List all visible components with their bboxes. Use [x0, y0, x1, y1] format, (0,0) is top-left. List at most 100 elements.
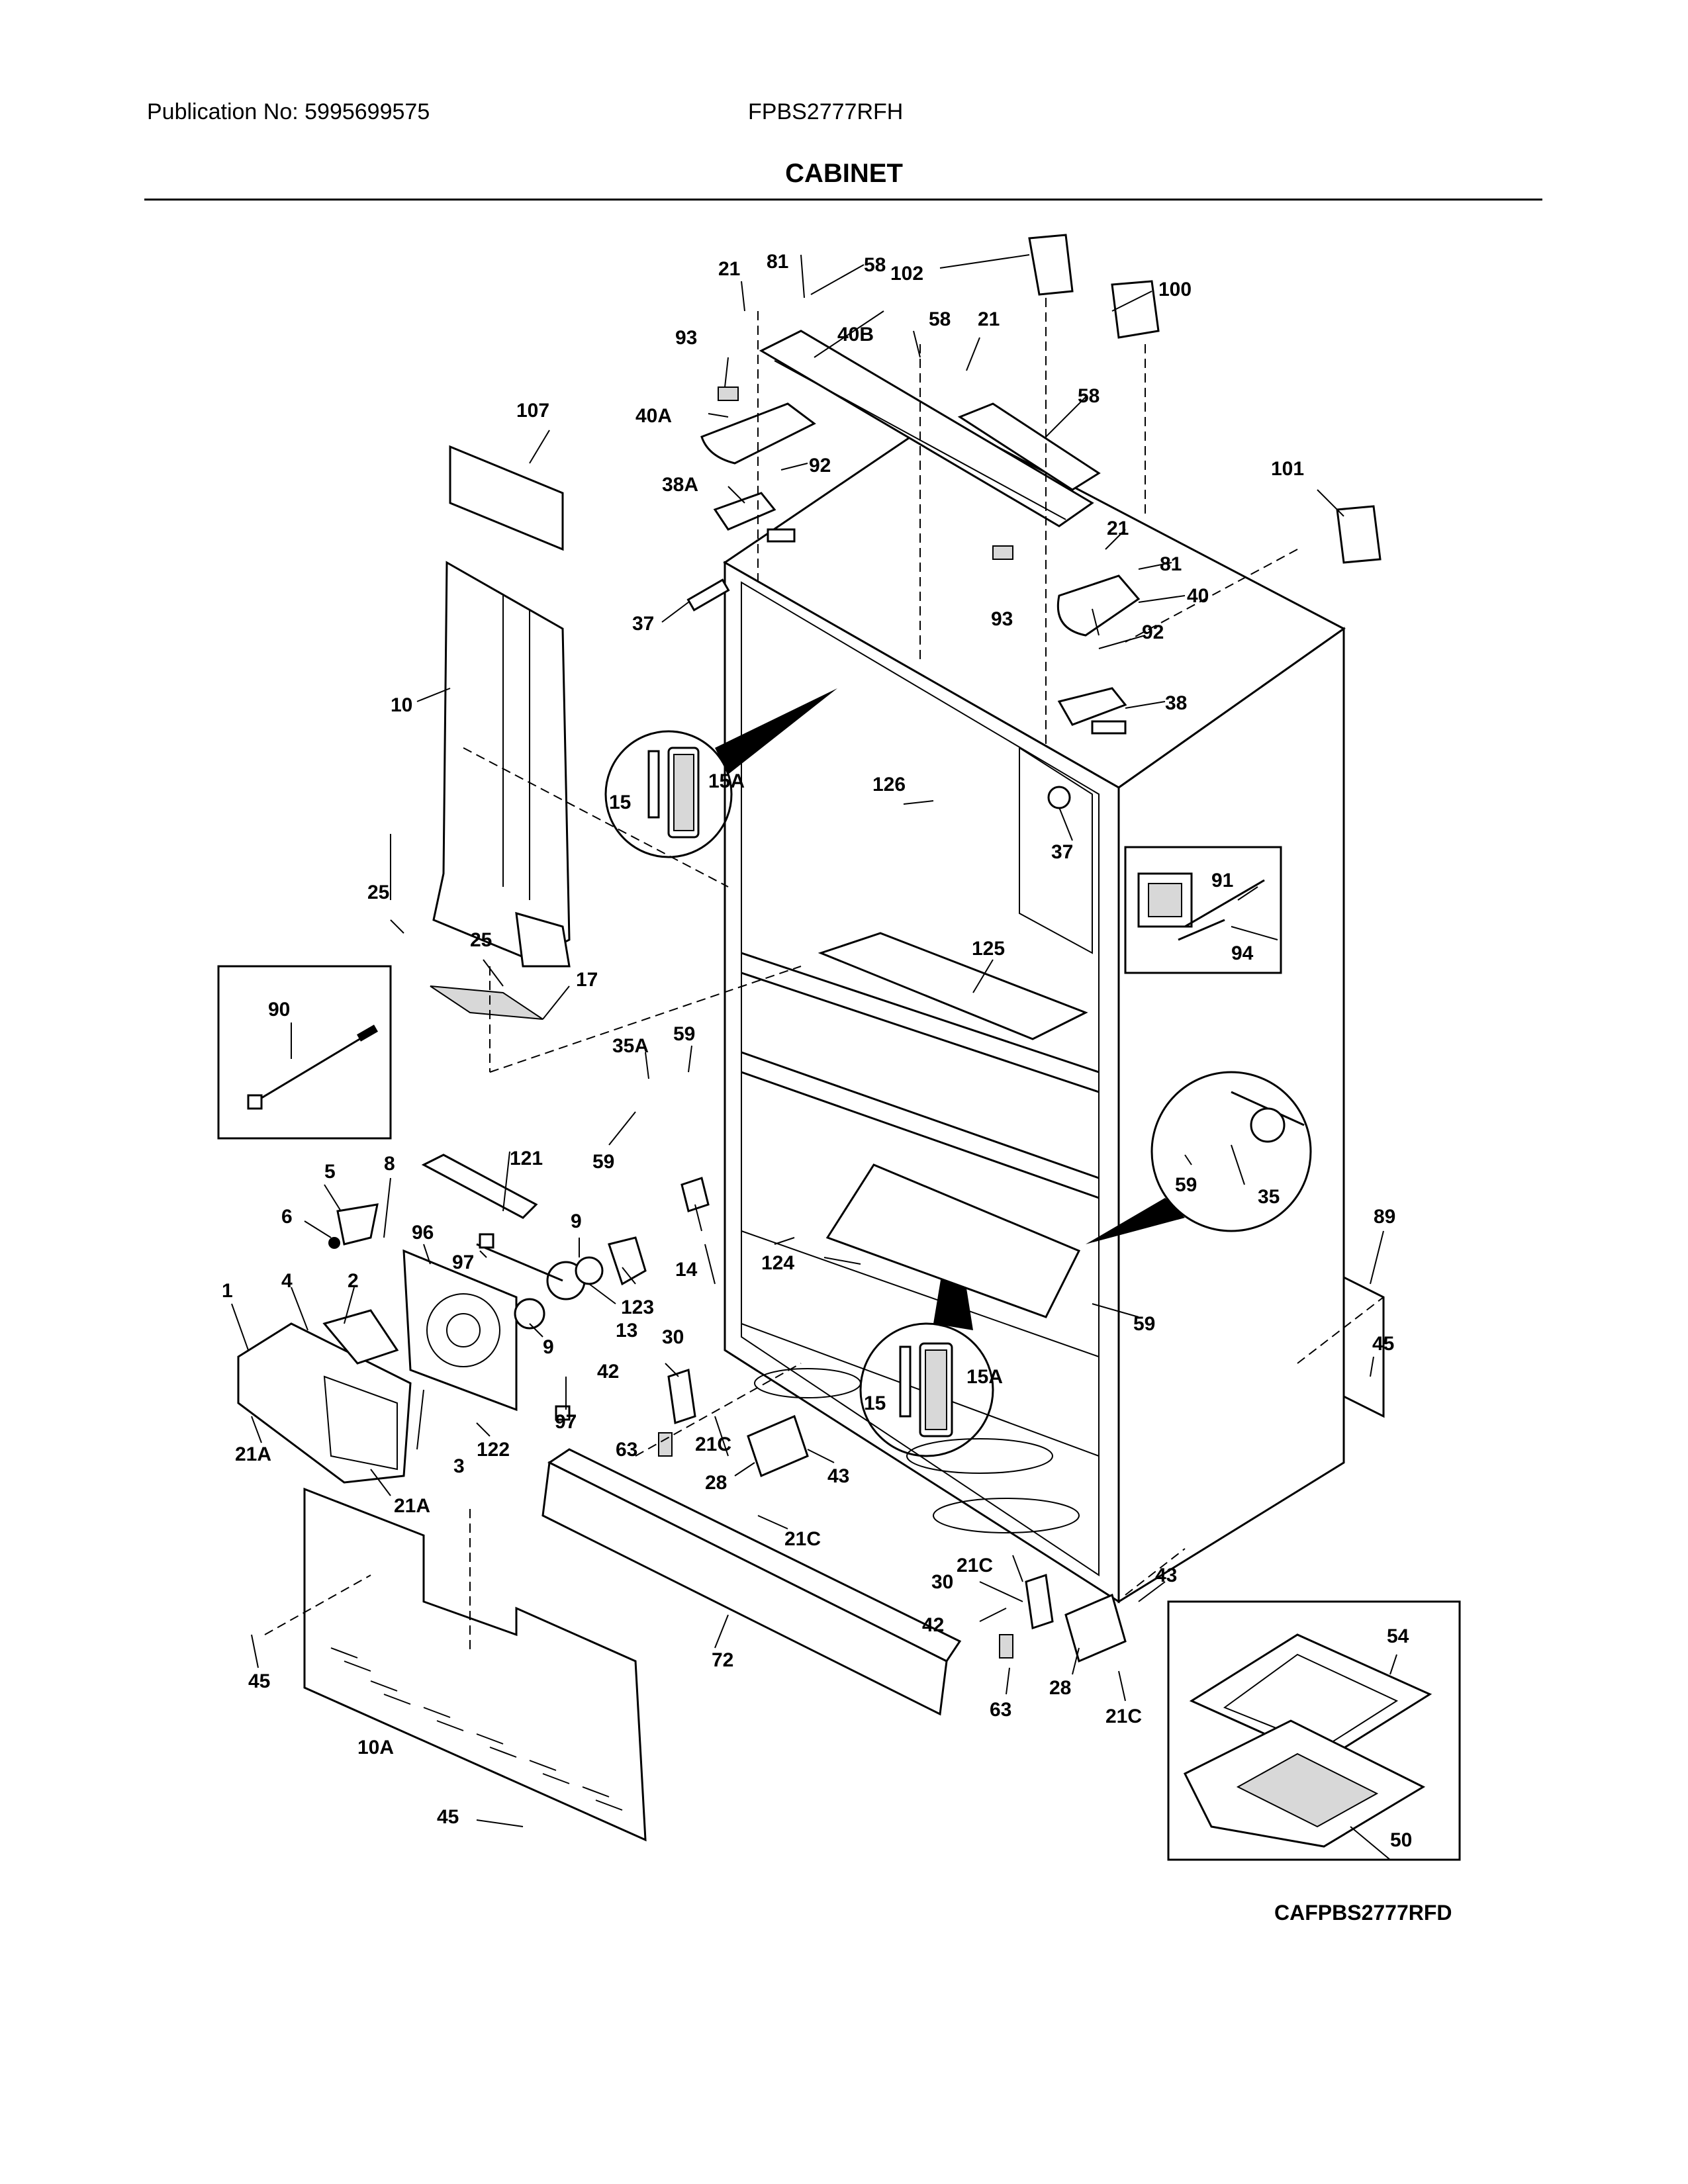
inset-thermistor-91: [1124, 846, 1282, 974]
label-21a: 21A: [235, 1443, 271, 1465]
label-100: 100: [1158, 279, 1192, 300]
cabinet-body: [723, 416, 1346, 1604]
label-21: 21: [718, 258, 740, 280]
label-93: 93: [991, 608, 1013, 630]
label-45: 45: [1372, 1333, 1394, 1355]
label-93: 93: [675, 327, 697, 349]
label-21c: 21C: [695, 1433, 731, 1455]
label-15a: 15A: [966, 1366, 1003, 1388]
hinge-parts-top: [686, 234, 1382, 809]
label-43: 43: [1155, 1565, 1177, 1586]
label-17: 17: [576, 969, 598, 991]
label-72: 72: [712, 1649, 733, 1671]
label-21: 21: [978, 308, 1000, 330]
label-1: 1: [222, 1280, 233, 1302]
label-50: 50: [1390, 1829, 1412, 1851]
label-4: 4: [281, 1270, 293, 1292]
publication-number: Publication No: 5995699575: [147, 99, 430, 124]
label-14: 14: [675, 1259, 698, 1281]
label-37: 37: [1051, 841, 1073, 863]
label-58: 58: [929, 308, 951, 330]
label-28: 28: [705, 1472, 727, 1494]
label-21c: 21C: [957, 1555, 993, 1576]
ice-maker-inset: [1167, 1600, 1461, 1861]
label-81: 81: [1160, 553, 1182, 575]
label-58: 58: [864, 254, 886, 276]
label-122: 122: [477, 1439, 510, 1461]
label-6: 6: [281, 1206, 293, 1228]
label-42: 42: [597, 1361, 619, 1383]
label-125: 125: [972, 938, 1005, 960]
shelves: [818, 932, 1088, 1318]
label-90: 90: [268, 999, 290, 1021]
title-divider: [144, 199, 1542, 201]
label-45: 45: [437, 1806, 459, 1828]
label-15a: 15A: [708, 770, 745, 792]
page-title: CABINET: [785, 159, 903, 188]
label-92: 92: [1142, 621, 1164, 643]
label-9: 9: [543, 1336, 554, 1358]
label-15: 15: [609, 792, 631, 813]
label-97: 97: [452, 1251, 474, 1273]
label-121: 121: [510, 1148, 543, 1169]
kickplate-72: [541, 1448, 962, 1716]
label-63: 63: [990, 1699, 1011, 1721]
label-92: 92: [809, 455, 831, 477]
label-101: 101: [1271, 458, 1304, 480]
label-38a: 38A: [662, 474, 698, 496]
label-63: 63: [616, 1439, 637, 1461]
label-25: 25: [470, 929, 492, 951]
label-28: 28: [1049, 1677, 1071, 1699]
label-21c: 21C: [784, 1528, 821, 1550]
filter-inset-top: [604, 688, 837, 858]
label-40: 40: [1187, 585, 1209, 607]
label-13: 13: [616, 1320, 637, 1342]
leader-lines: [231, 254, 1397, 1860]
label-38: 38: [1165, 692, 1187, 714]
label-54: 54: [1387, 1625, 1409, 1647]
label-96: 96: [412, 1222, 434, 1244]
label-3: 3: [453, 1455, 465, 1477]
label-97: 97: [555, 1411, 577, 1433]
label-8: 8: [384, 1153, 395, 1175]
damper-inset-35: [1086, 1071, 1312, 1244]
label-10: 10: [391, 694, 412, 716]
label-94: 94: [1231, 942, 1254, 964]
side-panel-89: [1342, 1275, 1385, 1418]
label-40a: 40A: [635, 405, 672, 427]
label-42: 42: [922, 1614, 944, 1636]
label-35a: 35A: [612, 1035, 649, 1057]
inset-wire-90: [217, 965, 392, 1140]
label-81: 81: [767, 251, 788, 273]
label-9: 9: [571, 1210, 582, 1232]
label-15: 15: [864, 1392, 886, 1414]
label-37: 37: [632, 613, 654, 635]
guide-lines: [264, 298, 1384, 1655]
label-58: 58: [1078, 385, 1100, 407]
label-21c: 21C: [1105, 1706, 1142, 1727]
label-10a: 10A: [357, 1737, 394, 1758]
label-21: 21: [1107, 518, 1129, 539]
diagram-code: CAFPBS2777RFD: [1274, 1901, 1452, 1925]
label-2: 2: [348, 1270, 359, 1292]
label-59: 59: [592, 1151, 614, 1173]
back-panel-10a: [303, 1487, 647, 1842]
label-35: 35: [1258, 1186, 1280, 1208]
top-cover-40b: [759, 330, 1101, 527]
label-107: 107: [516, 400, 549, 422]
label-91: 91: [1211, 870, 1233, 891]
hinges-bottom: [658, 1177, 1127, 1663]
label-25: 25: [367, 882, 389, 903]
label-30: 30: [931, 1571, 953, 1593]
label-59: 59: [673, 1023, 695, 1045]
label-102: 102: [890, 263, 923, 285]
label-45: 45: [248, 1670, 270, 1692]
label-126: 126: [872, 774, 906, 796]
label-5: 5: [324, 1161, 336, 1183]
fan-assembly: [237, 1154, 647, 1484]
label-59: 59: [1133, 1313, 1155, 1335]
air-duct-10: [430, 445, 571, 1020]
label-40b: 40B: [837, 324, 874, 345]
label-124: 124: [761, 1252, 794, 1274]
